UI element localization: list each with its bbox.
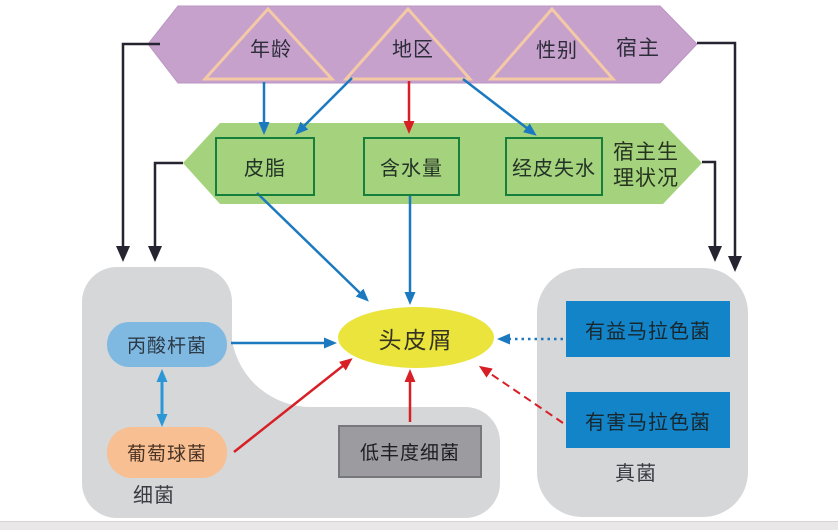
region-triangle xyxy=(342,6,474,81)
host-group-label: 宿主 xyxy=(616,37,660,60)
age-triangle xyxy=(201,6,336,81)
gender-triangle xyxy=(487,6,617,81)
arrow-region-to-tewl xyxy=(462,78,537,136)
arrow-sebum-to-dandruff xyxy=(256,192,369,302)
frame-bottom-edge xyxy=(0,521,838,530)
arrow-region-to-sebum xyxy=(295,77,353,135)
low-abundance-bacteria-box: 低丰度细菌 xyxy=(338,425,482,478)
propionibacterium-pill: 丙酸杆菌 xyxy=(107,322,227,367)
arrow-harmful-malassezia-to-dandruff xyxy=(478,365,564,424)
age-label: 年龄 xyxy=(250,38,292,61)
arrow-host-to-bacteria xyxy=(116,42,160,262)
bacteria-group-label: 细菌 xyxy=(133,484,175,507)
water-content-box: 含水量 xyxy=(363,137,460,196)
sebum-box: 皮脂 xyxy=(215,137,315,196)
physiology-hexagon xyxy=(183,123,702,204)
dandruff-ellipse: 头皮屑 xyxy=(338,307,494,368)
fungi-group-label: 真菌 xyxy=(615,462,657,485)
arrow-staphylococcus-to-dandruff xyxy=(233,358,353,453)
beneficial-malassezia-box: 有益马拉色菌 xyxy=(566,301,730,357)
transepidermal-water-loss-box: 经皮失水 xyxy=(505,137,603,196)
physiology-group-label: 宿主生理状况 xyxy=(613,141,679,190)
harmful-malassezia-box: 有害马拉色菌 xyxy=(566,392,730,448)
region-label: 地区 xyxy=(392,38,434,61)
staphylococcus-pill: 葡萄球菌 xyxy=(107,427,227,478)
arrow-host-to-fungi xyxy=(697,41,742,272)
gender-label: 性别 xyxy=(536,39,578,62)
arrow-physiology-to-fungi xyxy=(702,160,722,262)
arrow-physiology-to-bacteria xyxy=(148,161,183,262)
